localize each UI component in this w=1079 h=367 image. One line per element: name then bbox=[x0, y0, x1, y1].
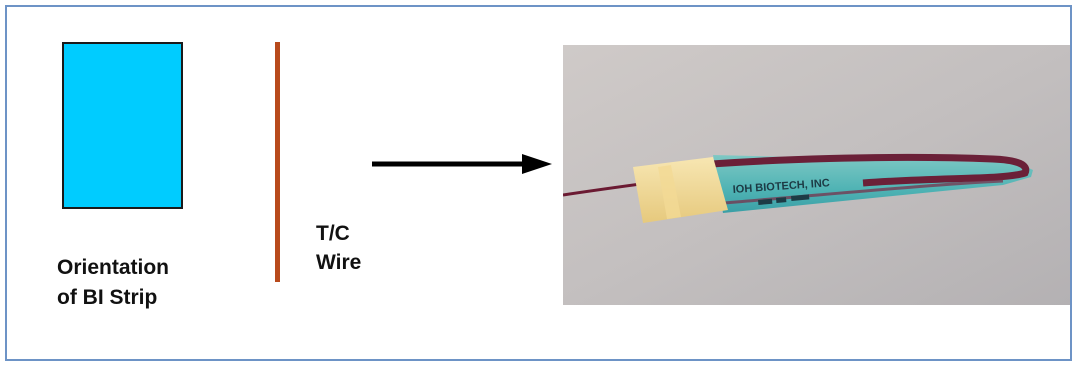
figure-frame: Orientation of BI Strip T/C Wire bbox=[5, 5, 1072, 361]
tc-wire-label: T/C Wire bbox=[316, 219, 361, 277]
orientation-label-line2: of BI Strip bbox=[57, 286, 158, 309]
bi-strip-photo: IOH BIOTECH, INC bbox=[563, 45, 1070, 305]
orientation-label-line1: Orientation bbox=[57, 256, 170, 279]
tc-wire-label-line1: T/C bbox=[316, 222, 350, 245]
tc-wire-line bbox=[275, 42, 280, 282]
tc-wire-label-line2: Wire bbox=[316, 251, 362, 274]
bi-strip-rectangle bbox=[62, 42, 183, 209]
orientation-label: Orientation of BI Strip bbox=[57, 253, 169, 313]
right-arrow-icon bbox=[372, 154, 552, 174]
